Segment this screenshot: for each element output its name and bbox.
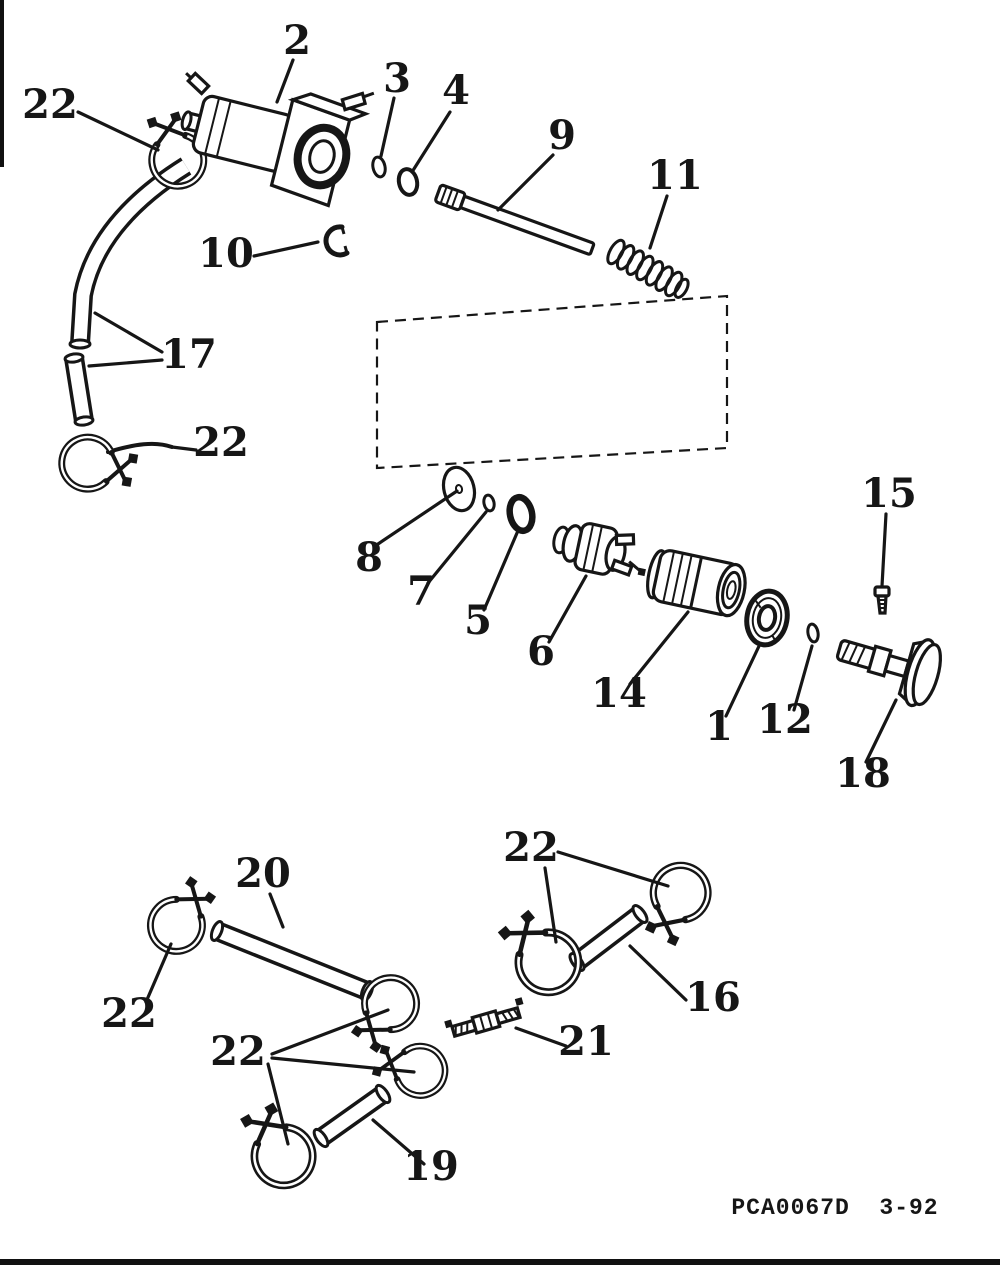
leader-lines: [76, 58, 898, 1166]
leader-3: [379, 96, 396, 158]
callout-21: 21: [558, 1018, 614, 1065]
seal-12: [806, 622, 820, 644]
callout-9: 9: [548, 112, 576, 159]
hose-clamp-bottom-right: [635, 856, 717, 950]
leader-9: [496, 153, 555, 212]
leader-19: [371, 1118, 426, 1166]
fuel-hose-17: [63, 157, 192, 427]
leader-22-mid-left: [170, 445, 198, 452]
plunger-rod-9: [434, 183, 596, 256]
retainer-clip-10: [323, 224, 350, 258]
callout-16: 16: [685, 974, 741, 1021]
inline-fitting-21: [444, 997, 524, 1039]
leader-18: [864, 698, 898, 764]
leader-12: [792, 644, 814, 712]
callout-labels: 22 2 3 4 9 11 10 17 22 8 7 5 6 14 1 12 1…: [22, 17, 917, 1190]
oring-3: [371, 155, 387, 179]
leader-4: [410, 110, 452, 174]
leader-1: [724, 642, 762, 718]
leader-22-bottom-mid: [266, 1008, 416, 1146]
hose-clamp-mid-left: [58, 433, 174, 497]
leader-8: [376, 489, 459, 546]
spring-11: [606, 238, 690, 299]
leader-15: [880, 512, 888, 588]
leader-22-bottom-left: [144, 942, 173, 1004]
oring-4: [396, 167, 420, 197]
callout-22-top-left: 22: [22, 81, 78, 128]
callout-7: 7: [407, 568, 435, 615]
hose-tube-20: [209, 920, 375, 1002]
leader-20: [268, 892, 285, 929]
callout-4: 4: [442, 67, 470, 114]
screw-15: [873, 585, 891, 615]
leader-2: [275, 58, 295, 104]
dashed-boundary: [375, 294, 729, 470]
hose-clamp-bottom-mid-c: [231, 1095, 323, 1196]
hose-tube-19: [312, 1083, 392, 1149]
callout-2: 2: [283, 17, 311, 64]
washer-8: [441, 465, 477, 513]
primer-pump-body-2: [180, 71, 375, 208]
callout-19: 19: [403, 1143, 459, 1190]
callout-17: 17: [161, 331, 217, 378]
hose-clamp-bottom-center: [490, 901, 591, 1005]
callout-10: 10: [198, 230, 254, 277]
callout-8: 8: [355, 534, 383, 581]
hose-clamp-bottom-left: [140, 871, 225, 962]
leader-6: [547, 574, 588, 644]
callout-22-bottom-left: 22: [101, 990, 157, 1037]
leader-21: [514, 1026, 568, 1048]
callout-1: 1: [705, 703, 733, 750]
retainer-ring-1: [744, 588, 790, 648]
part-code: PCA0067D 3-92: [731, 1195, 938, 1221]
connector-body-14: [646, 549, 747, 618]
valve-6: [552, 522, 646, 578]
callout-20: 20: [235, 850, 291, 897]
callout-22-bottom-mid: 22: [210, 1028, 266, 1075]
plug-18: [835, 638, 942, 708]
leader-16: [628, 944, 688, 1002]
leader-11: [648, 194, 669, 250]
scan-artifact-bottom: [0, 1259, 1000, 1265]
callout-5: 5: [464, 597, 492, 644]
callout-18: 18: [835, 750, 891, 797]
leader-10: [252, 240, 320, 258]
scan-artifact-left: [0, 0, 4, 167]
callout-14: 14: [591, 670, 647, 717]
leader-5: [482, 531, 519, 612]
oring-5: [506, 493, 536, 535]
callout-12: 12: [757, 696, 813, 743]
leader-7: [426, 510, 488, 585]
callout-11: 11: [647, 152, 703, 199]
leader-22-top-left: [76, 110, 160, 152]
leader-17: [87, 311, 164, 368]
seal-7: [482, 493, 496, 513]
leader-14: [628, 610, 690, 686]
callout-22-mid-left: 22: [193, 419, 249, 466]
callout-15: 15: [861, 470, 917, 517]
callout-22-bottom-upper: 22: [503, 824, 559, 871]
callout-3: 3: [383, 55, 411, 102]
leader-22-bottom-upper: [543, 850, 670, 944]
callout-6: 6: [527, 628, 555, 675]
